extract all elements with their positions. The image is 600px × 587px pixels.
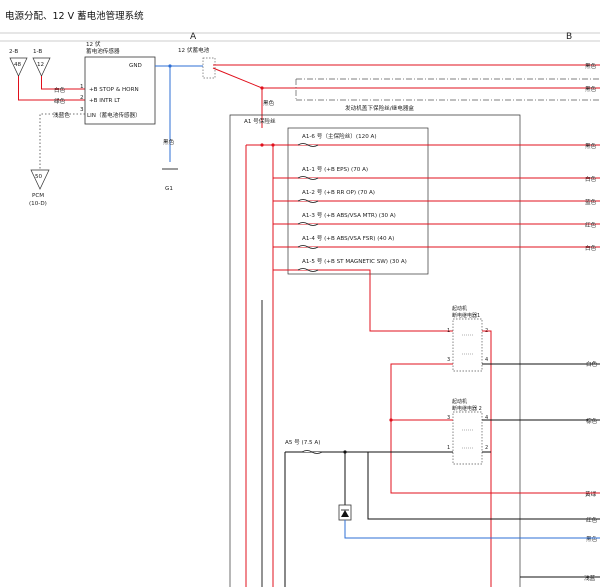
right-label: 红色 — [585, 221, 597, 229]
underhood-box-label: 发动机盖下保险丝/继电器盒 — [345, 104, 414, 112]
fuse-label: A1-2 号 (+B RR OP) (70 A) — [302, 189, 375, 196]
sensor-pin-label: +B STOP & HORN — [89, 87, 139, 93]
sensor-pin-label: +B INTR LT — [89, 98, 121, 104]
connector-pin: 12 — [37, 62, 44, 68]
relay-label-2: 断电继电器 2 — [452, 405, 482, 412]
sensor-pin-num: 3 — [80, 107, 84, 113]
right-label: 黄绿 — [585, 490, 597, 498]
wire-label-white: 白色 — [54, 86, 66, 94]
relay-pin: 3 — [447, 357, 450, 363]
diode-icon — [341, 510, 349, 517]
relay-pin: 4 — [485, 357, 488, 363]
wire-lin — [39, 113, 85, 170]
wire-green — [18, 76, 57, 101]
relay-output — [482, 330, 492, 587]
wire-junction — [271, 143, 275, 147]
sensor-pin-num: 1 — [80, 84, 84, 90]
connector-id: 2-B — [9, 49, 18, 55]
fuse-block-title: A1 号保险丝 — [244, 117, 276, 125]
ground-label: G1 — [165, 186, 173, 192]
fuse-label: A1-1 号 (+B EPS) (70 A) — [302, 166, 368, 173]
battery-sensor: 12 伏 蓄电池传感器 GND 1 +B STOP & HORN 2 +B IN… — [80, 40, 156, 125]
sensor-gnd-label: GND — [129, 63, 142, 69]
connector-id: 1-B — [33, 49, 42, 55]
relay-pin: 1 — [447, 328, 450, 334]
starter-relay-1: 起动机 断电继电器1 1 2 3 4 — [447, 305, 488, 372]
sensor-box — [84, 56, 156, 125]
right-label: 白色 — [585, 175, 597, 183]
relay-label-1: 起动机 — [452, 398, 467, 405]
fuse-symbol — [297, 268, 319, 272]
wire-white — [41, 76, 57, 90]
sensor-pin-label: LIN（蓄电池传感器） — [87, 111, 141, 119]
column-label-b: B — [566, 32, 572, 42]
relay-label-1: 起动机 — [452, 305, 467, 312]
relay-pin: 1 — [447, 445, 450, 451]
right-label: 黑色 — [585, 85, 597, 93]
relay-pin: 4 — [485, 415, 488, 421]
wire-red-right — [367, 452, 600, 520]
connector-1-b: 1-B 12 — [32, 49, 51, 77]
fuse-symbol — [297, 199, 319, 203]
fuse-symbol — [297, 143, 319, 147]
relay-box — [452, 411, 483, 465]
right-wire-labels: 黑色 黑色 黑色 白色 蓝色 红色 白色 白色 棕色 黄绿 红色 黑色 浅蓝 — [584, 62, 598, 582]
sensor-header-1: 12 伏 — [86, 40, 101, 48]
wire-junction — [389, 418, 393, 422]
fuse-symbol — [297, 245, 319, 249]
pcm-pin: 50 — [35, 174, 43, 180]
fuse-symbol — [297, 222, 319, 226]
right-label: 黑色 — [585, 142, 597, 150]
right-label: 黑色 — [585, 62, 597, 70]
wire-label-green: 绿色 — [54, 97, 66, 105]
right-label: 浅蓝 — [584, 574, 596, 582]
diagram-title: 电源分配、12 V 蓄电池管理系统 — [5, 10, 144, 22]
right-label: 黑色 — [586, 535, 598, 543]
right-label: 红色 — [586, 516, 598, 524]
fuse-wire-starter — [273, 269, 453, 332]
relay-pin: 2 — [485, 445, 488, 451]
fuse-label: A1-4 号 (+B ABS/VSA FSR) (40 A) — [302, 235, 394, 242]
sensor-header-2: 蓄电池传感器 — [86, 47, 120, 55]
fuse-a5-label: A5 号 (7.5 A) — [285, 439, 320, 446]
fuse-label: A1-3 号 (+B ABS/VSA MTR) (30 A) — [302, 212, 396, 219]
wire-label-light-green: 浅蓝色 — [53, 111, 70, 119]
relay-box — [452, 318, 483, 372]
battery-label: 12 伏蓄电池 — [178, 46, 210, 54]
relay-pin: 3 — [447, 415, 450, 421]
right-label: 白色 — [585, 244, 597, 252]
wire-main-2 — [212, 67, 600, 89]
wire-label-black: 黑色 — [163, 138, 175, 146]
column-label-a: A — [190, 32, 197, 42]
wire-label-black2: 黑色 — [263, 99, 275, 107]
pcm-connector-id: (10-D) — [29, 201, 47, 207]
sensor-pin-num: 2 — [80, 95, 84, 101]
right-label: 蓝色 — [585, 198, 597, 206]
underhood-box — [229, 114, 521, 587]
connector-2-b: 2-B 48 — [9, 49, 28, 77]
wire-junction — [260, 143, 264, 147]
wire-yellow-green — [390, 363, 600, 494]
battery-terminal — [202, 57, 216, 79]
starter-relay-2: 起动机 断电继电器 2 3 4 1 2 — [447, 398, 488, 465]
pcm-connector: 50 PCM (10-D) — [29, 169, 50, 207]
fuse-label: A1-5 号 (+B ST MAGNETIC SW) (30 A) — [302, 258, 407, 265]
fuse-symbol — [301, 450, 323, 454]
relay-label-2: 断电继电器1 — [452, 312, 480, 319]
fuse-label: A1-6 号（主保险丝）(120 A) — [302, 132, 377, 140]
wire-black-right — [344, 520, 600, 539]
pcm-name: PCM — [32, 193, 44, 199]
right-label: 棕色 — [586, 417, 598, 425]
connector-pin: 48 — [14, 62, 22, 68]
fuse-symbol — [297, 176, 319, 180]
